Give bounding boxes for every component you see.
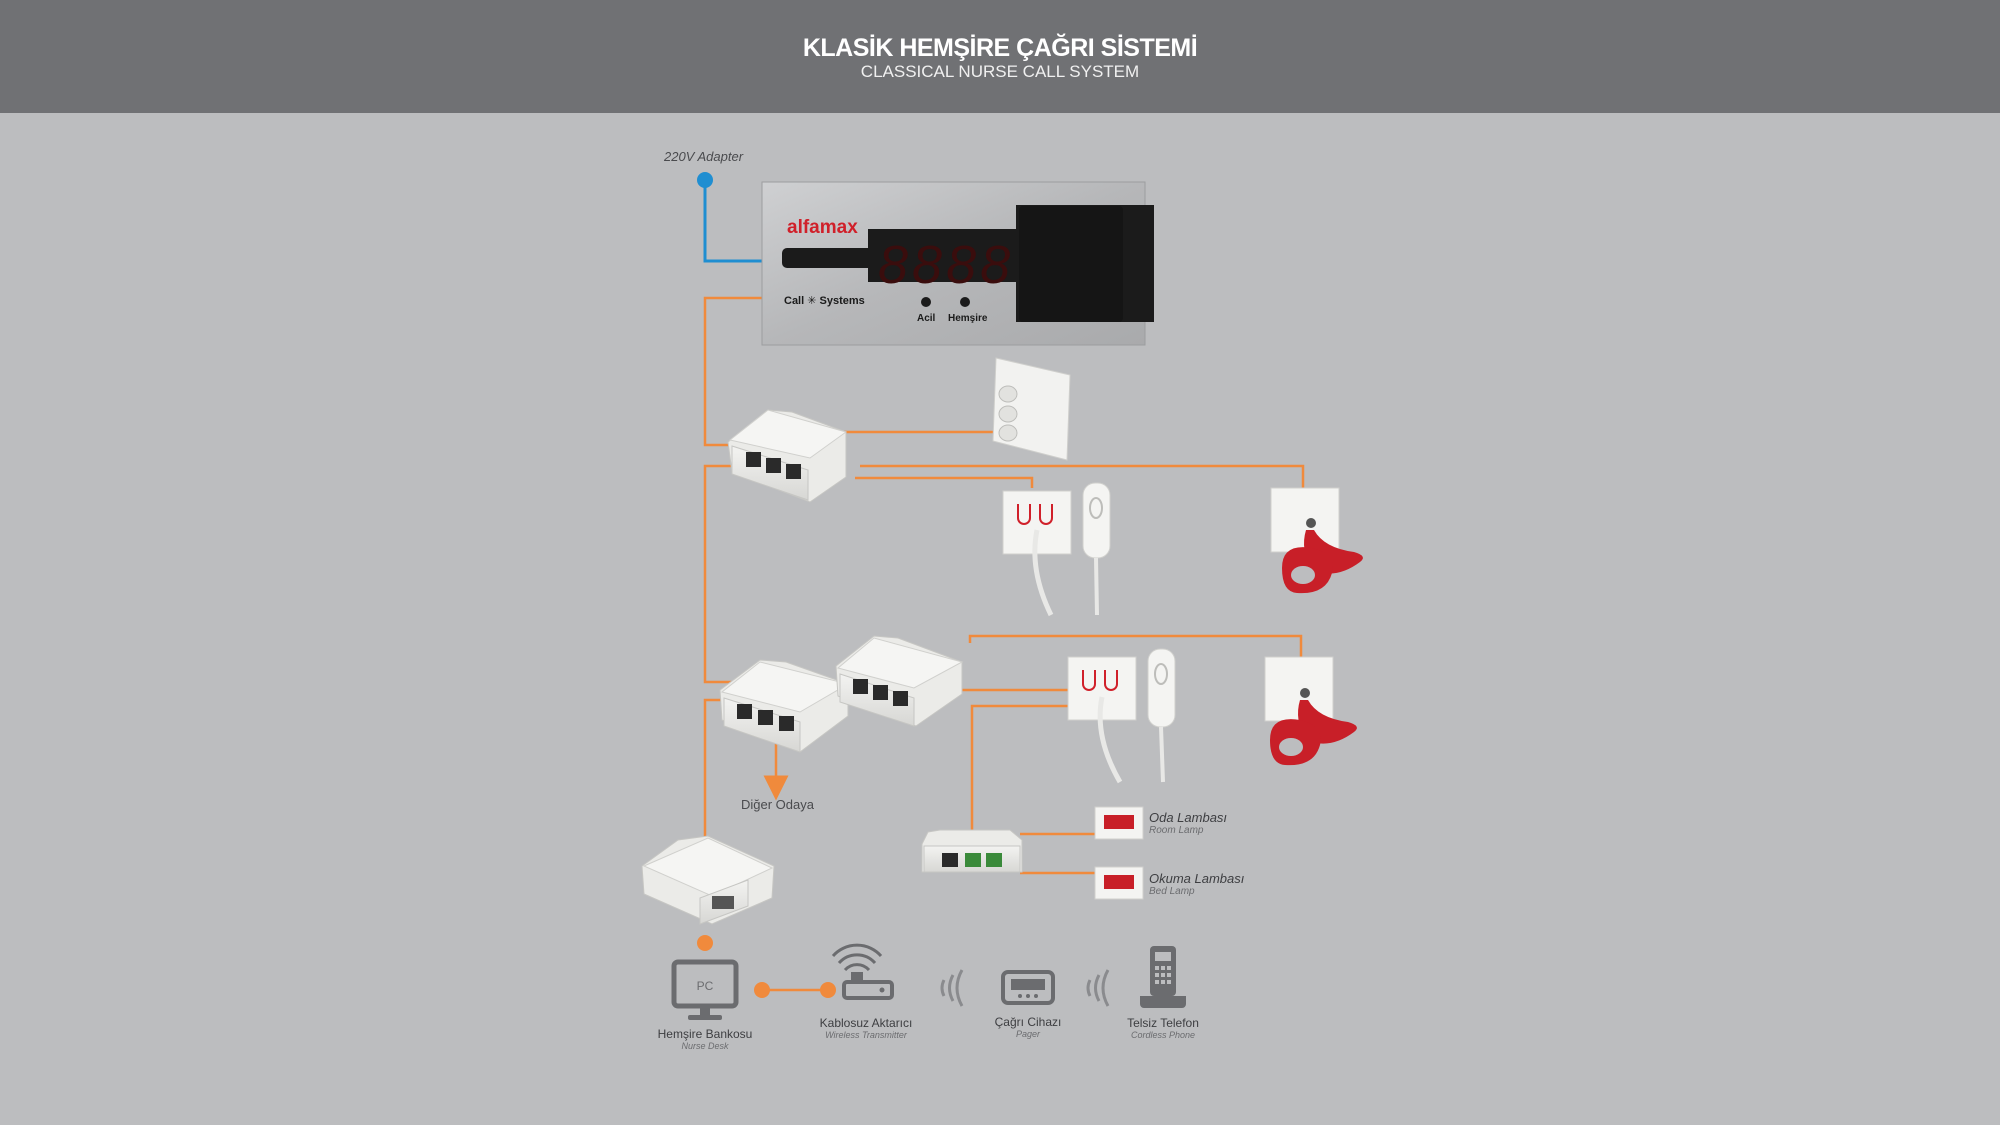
bed-lamp	[1094, 866, 1144, 900]
panel-brand: alfamax	[787, 217, 858, 238]
wireless-transmitter-icon	[831, 943, 894, 1000]
pc-screen-label: PC	[697, 979, 714, 993]
page-title: KLASİK HEMŞİRE ÇAĞRI SİSTEMİ	[802, 34, 1198, 62]
pc-interface-box	[641, 835, 775, 925]
cordless-phone-icon	[1140, 946, 1186, 1008]
transmitter-sublabel: Wireless Transmitter	[825, 1030, 908, 1040]
phone-label: Telsiz Telefon	[1127, 1016, 1199, 1030]
rj-port	[873, 685, 888, 700]
junction-box-2	[719, 659, 850, 753]
wiring	[703, 180, 1305, 992]
pc-link-dot-left	[754, 982, 770, 998]
rj-port	[853, 679, 868, 694]
nurse-led	[960, 297, 970, 307]
trunk-wire-top	[703, 296, 765, 447]
led-matrix	[1019, 206, 1123, 322]
rj-port	[893, 691, 908, 706]
rj-port	[746, 452, 761, 467]
rj-port	[786, 464, 801, 479]
rj-port	[737, 704, 752, 719]
emergency-led	[921, 297, 931, 307]
pager-sublabel: Pager	[1016, 1029, 1041, 1039]
page-subtitle: CLASSICAL NURSE CALL SYSTEM	[860, 62, 1140, 81]
adapter-wire	[703, 180, 765, 263]
bath-pull-cord-2	[1264, 656, 1357, 766]
transmitter-label: Kablosuz Aktarıcı	[820, 1016, 913, 1030]
header-bar: KLASİK HEMŞİRE ÇAĞRI SİSTEMİ CLASSICAL N…	[0, 0, 2000, 113]
display-panel: alfamax Call ✳ Systems 8888 Acil Hemşire	[761, 181, 1154, 346]
room-lamp-sublabel: Room Lamp	[1149, 825, 1204, 836]
rj-port	[779, 716, 794, 731]
bed-lamp-label: Okuma Lambası	[1149, 871, 1245, 886]
other-room-label: Diğer Odaya	[741, 797, 815, 812]
lamp-controller	[921, 829, 1023, 873]
trunk-wire-main	[703, 464, 735, 684]
nurse-desk-label: Hemşire Bankosu	[658, 1027, 753, 1041]
room-lamp	[1094, 806, 1144, 840]
phone-sublabel: Cordless Phone	[1131, 1030, 1195, 1040]
bed-lamp-sublabel: Bed Lamp	[1149, 886, 1195, 897]
panel-button-nurse: Hemşire	[948, 313, 988, 324]
panel-button-emergency: Acil	[917, 313, 936, 324]
terminal-block	[986, 853, 1002, 867]
panel-brand-tag: Call ✳ Systems	[784, 295, 865, 307]
panel-digits: 8888	[878, 235, 1014, 295]
rj-port	[942, 853, 958, 867]
terminal-block	[965, 853, 981, 867]
nurse-desk-sublabel: Nurse Desk	[681, 1041, 729, 1051]
junction-box-3	[835, 635, 964, 727]
signal-waves-icon	[1086, 969, 1110, 1007]
pc-link-dot-right	[820, 982, 836, 998]
rj-port	[758, 710, 773, 725]
wall-switch-panel	[992, 357, 1071, 461]
bed-unit-1	[1002, 482, 1111, 617]
rj-port	[766, 458, 781, 473]
wire-to-bath-pull-2	[968, 634, 1303, 657]
pc-connector-dot	[697, 935, 713, 951]
room-lamp-label: Oda Lambası	[1149, 810, 1227, 825]
adapter-label: 220V Adapter	[663, 149, 744, 164]
call-handset	[1082, 482, 1111, 559]
signal-waves-icon	[940, 969, 964, 1007]
pager-label: Çağrı Cihazı	[995, 1015, 1062, 1029]
pager-icon	[1001, 970, 1055, 1005]
junction-box-1	[727, 409, 848, 503]
wire-to-bath-pull-1	[860, 464, 1305, 488]
serial-port	[712, 896, 734, 909]
call-handset	[1147, 648, 1176, 728]
wire-to-lamp-controller	[970, 704, 1068, 834]
bath-pull-cord-1	[1270, 487, 1363, 594]
wire-to-bed-unit-1	[855, 476, 1034, 488]
adapter-dot	[697, 172, 713, 188]
bed-unit-2	[1067, 648, 1176, 784]
pc-monitor-icon	[671, 959, 739, 1020]
